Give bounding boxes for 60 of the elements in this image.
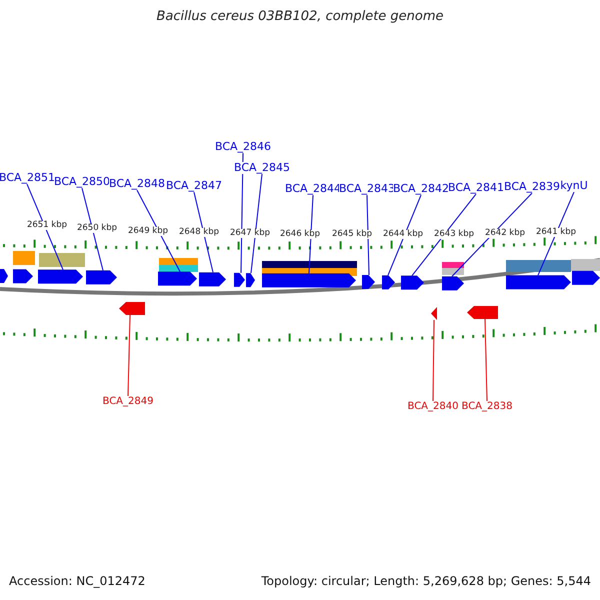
gene-feature [199, 272, 226, 286]
scale-label: 2646 kbp [280, 230, 320, 240]
gene-label: BCA_2843 [338, 183, 396, 196]
scale-label: 2645 kbp [332, 230, 372, 240]
gene-label: BCA_2841 [448, 182, 504, 194]
gene-label: BCA_2838 [462, 401, 512, 412]
scale-label: 2648 kbp [178, 228, 220, 238]
leader-line [194, 192, 214, 273]
gene-label: BCA_2847 [166, 180, 222, 192]
accession-text: Accession: NC_012472 [9, 575, 146, 588]
gene-feature [86, 270, 117, 284]
scale-label: 2644 kbp [382, 230, 424, 240]
leader-line [388, 194, 422, 276]
leader-line [366, 194, 370, 276]
gene-label: BCA_2844 [284, 183, 342, 196]
gene-label: BCA_2849 [102, 396, 154, 407]
scale-label: 2650 kbp [76, 224, 118, 234]
gene-feature [246, 273, 255, 288]
gene-feature [262, 273, 356, 288]
gene-label: BCA_2840 [408, 401, 458, 412]
gene-feature [158, 272, 197, 286]
leader-line [412, 194, 476, 276]
gene-feature [0, 269, 8, 283]
gene-feature [234, 272, 245, 287]
scale-label: 2649 kbp [128, 227, 168, 236]
leader-line [26, 184, 64, 270]
leader-line [484, 318, 488, 402]
scale-label: 2641 kbp [536, 228, 576, 238]
gene-label: BCA_2842 [392, 183, 450, 196]
leader-line [82, 188, 104, 271]
leader-line [432, 320, 434, 402]
gene-feature [401, 276, 424, 290]
gene-feature [572, 270, 600, 285]
gene-label: BCA_2839 [504, 181, 560, 194]
gene-label: BCA_2846 [214, 141, 272, 154]
gene-label: kynU [560, 180, 588, 192]
gene-label: BCA_2851 [0, 172, 56, 184]
leader-line [136, 190, 180, 272]
gene-feature [119, 302, 145, 315]
leader-line [538, 192, 574, 276]
scale-label: 2642 kbp [484, 229, 526, 238]
leader-line [452, 192, 532, 277]
scale-label: 2651 kbp [26, 221, 68, 230]
leader-line [308, 194, 314, 274]
gene-label: BCA_2848 [108, 178, 166, 190]
leader-line [250, 174, 262, 274]
genome-info-text: Topology: circular; Length: 5,269,628 bp; Genes: 5,544 [261, 575, 591, 588]
gene-feature [13, 269, 33, 284]
gene-feature [431, 307, 437, 320]
scale-label: 2643 kbp [434, 230, 474, 240]
gene-feature [467, 306, 498, 319]
gene-feature [362, 275, 375, 290]
gene-feature [442, 276, 464, 290]
gene-label: BCA_2845 [234, 162, 290, 174]
gene-feature [38, 270, 83, 284]
title: Bacillus cereus 03BB102, complete genome [156, 10, 444, 24]
leader-line [128, 314, 130, 396]
gene-feature [382, 275, 395, 290]
gene-label: BCA_2850 [54, 176, 110, 188]
scale-label: 2647 kbp [230, 229, 270, 238]
